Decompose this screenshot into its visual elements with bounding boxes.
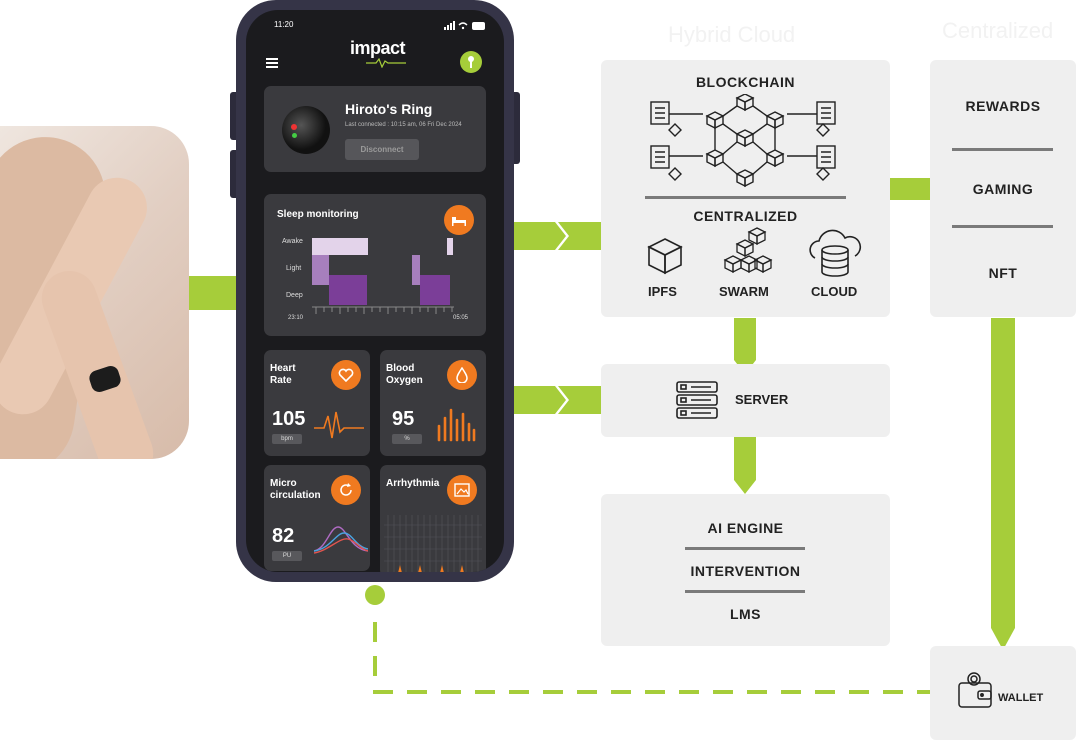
bed-icon[interactable] [444, 205, 474, 235]
divider [685, 547, 805, 550]
micro-value: 82 [272, 525, 295, 547]
drop-icon[interactable] [447, 360, 477, 390]
logo-pulse [366, 58, 406, 68]
ai-engine-label: AI ENGINE [707, 520, 784, 536]
wallet-label: WALLET [998, 692, 1044, 704]
sleep-segment [420, 275, 450, 305]
cloud-label: CLOUD [811, 284, 858, 299]
dashed-phone-wallet [373, 622, 930, 694]
centralized-label: CENTRALIZED [693, 208, 798, 224]
app-logo: impact [350, 38, 406, 58]
arrhythmia-title: Arrhythmia [386, 478, 440, 489]
divider [645, 196, 846, 199]
level-light: Light [286, 265, 302, 272]
hybrid-cloud-label: Hybrid Cloud [668, 22, 796, 47]
volume-button [230, 150, 236, 198]
blockchain-network-icon [650, 94, 836, 188]
server-box: SERVER [601, 364, 890, 437]
swarm-label: SWARM [719, 284, 769, 299]
gaming-label: GAMING [972, 181, 1034, 197]
arrhythmia-card: Arrhythmia [380, 465, 486, 572]
oxygen-graph [437, 408, 476, 442]
divider [952, 148, 1053, 151]
sleep-start: 23:10 [288, 315, 304, 321]
status-time: 11:20 [274, 20, 294, 29]
power-button [514, 92, 520, 164]
arrow-nft-wallet [991, 318, 1015, 650]
device-name: Hiroto's Ring [345, 101, 433, 117]
status-icons [444, 21, 485, 30]
hamburger-icon[interactable] [266, 58, 278, 68]
heart-graph [314, 411, 364, 439]
lms-label: LMS [729, 606, 762, 622]
wallet-icon [958, 672, 992, 708]
arrow-server-ai [734, 437, 756, 494]
sleep-card: Sleep monitoring Awake Light Deep 23:10 … [264, 194, 486, 336]
arrhythmia-grid [384, 515, 482, 572]
ai-box: AI ENGINE INTERVENTION LMS [601, 494, 890, 646]
sleep-segment [412, 255, 420, 285]
heart-value: 105 [272, 408, 306, 430]
sleep-segment [312, 238, 368, 255]
divider [952, 225, 1053, 228]
server-icon [676, 381, 718, 419]
image-icon[interactable] [447, 475, 477, 505]
micro-unit: PU [272, 551, 302, 561]
sleep-end: 05:05 [453, 315, 469, 321]
centralized-header: Centralized [942, 18, 1054, 43]
ipfs-label: IPFS [648, 284, 677, 299]
database-cloud-icon [809, 229, 862, 277]
ring-image [282, 106, 330, 154]
rewards-label: REWARDS [965, 98, 1041, 114]
server-label: SERVER [735, 392, 789, 407]
volume-button [230, 92, 236, 140]
blockchain-box: BLOCKCHAIN CENTRALIZED [601, 60, 890, 317]
cube-icon [647, 238, 683, 275]
hand-photo [0, 126, 189, 459]
wallet-box: WALLET [930, 646, 1076, 740]
sleep-segment [329, 275, 367, 305]
sleep-segment [447, 238, 453, 255]
intervention-label: INTERVENTION [690, 563, 801, 579]
oxygen-value: 95 [392, 408, 415, 430]
heart-icon[interactable] [331, 360, 361, 390]
level-awake: Awake [282, 238, 303, 245]
cubes-icon [723, 227, 773, 274]
profile-icon[interactable] [460, 51, 482, 73]
nft-label: NFT [988, 265, 1018, 281]
phone-screen: 11:20 impact Hiroto's Ring Last connecte… [246, 10, 504, 572]
level-deep: Deep [286, 292, 303, 299]
heart-unit: bpm [272, 434, 302, 444]
refresh-icon[interactable] [331, 475, 361, 505]
micro-graph [314, 526, 368, 554]
device-card: Hiroto's Ring Last connected : 10:15 am,… [264, 86, 486, 172]
rewards-box: REWARDS GAMING NFT [930, 60, 1076, 317]
sleep-segment [312, 255, 329, 285]
arrow-blockchain-server [734, 318, 756, 374]
disconnect-button[interactable]: Disconnect [345, 139, 419, 160]
sleep-axis [312, 306, 454, 314]
blockchain-label: BLOCKCHAIN [695, 74, 796, 90]
divider [685, 590, 805, 593]
sleep-title: Sleep monitoring [277, 209, 359, 220]
last-connected: Last connected : 10:15 am, 06 Fri Dec 20… [345, 122, 462, 128]
oxygen-unit: % [392, 434, 422, 444]
